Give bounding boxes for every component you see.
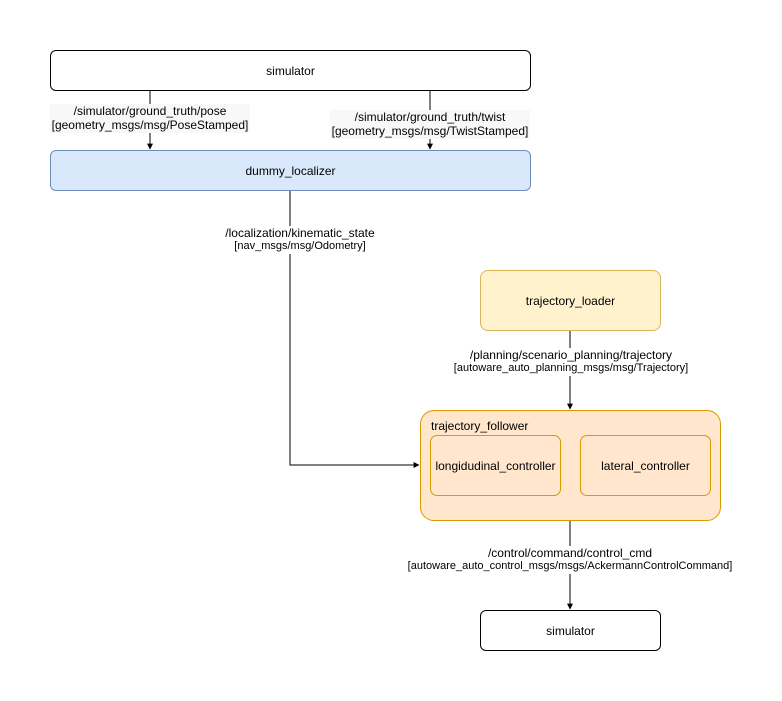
twist-type: [geometry_msgs/msg/TwistStamped]	[331, 124, 529, 139]
simulator-top-label: simulator	[266, 63, 315, 78]
longitudinal-controller-label: longidudinal_controller	[435, 458, 556, 473]
simulator-top-node[interactable]: simulator	[50, 50, 531, 91]
edge-kinematic-state	[289, 190, 420, 468]
kinematic-state-edge-label: /localization/kinematic_state [nav_msgs/…	[200, 226, 400, 254]
control-cmd-type: [autoware_auto_control_msgs/msgs/Ackerma…	[407, 560, 733, 573]
trajectory-loader-label: trajectory_loader	[525, 293, 616, 308]
trajectory-topic: /planning/scenario_planning/trajectory	[469, 348, 673, 362]
dummy-localizer-label: dummy_localizer	[245, 163, 336, 178]
dummy-localizer-node[interactable]: dummy_localizer	[50, 150, 531, 191]
trajectory-follower-label: trajectory_follower	[431, 419, 529, 433]
twist-edge-label: /simulator/ground_truth/twist [geometry_…	[330, 110, 530, 139]
simulator-bottom-node[interactable]: simulator	[480, 610, 661, 651]
trajectory-type: [autoware_auto_planning_msgs/msg/Traject…	[453, 362, 689, 375]
twist-topic: /simulator/ground_truth/twist	[354, 110, 506, 124]
lateral-controller-node[interactable]: lateral_controller	[580, 435, 711, 496]
pose-edge-label: /simulator/ground_truth/pose [geometry_m…	[50, 104, 250, 133]
trajectory-edge-label: /planning/scenario_planning/trajectory […	[430, 348, 712, 376]
pose-topic: /simulator/ground_truth/pose	[73, 104, 227, 118]
pose-type: [geometry_msgs/msg/PoseStamped]	[51, 118, 249, 133]
control-cmd-topic: /control/command/control_cmd	[487, 546, 653, 560]
kinematic-state-type: [nav_msgs/msg/Odometry]	[234, 240, 366, 253]
simulator-bottom-label: simulator	[546, 623, 595, 638]
longitudinal-controller-node[interactable]: longidudinal_controller	[430, 435, 561, 496]
kinematic-state-topic: /localization/kinematic_state	[225, 226, 375, 240]
lateral-controller-label: lateral_controller	[601, 458, 690, 473]
trajectory-loader-node[interactable]: trajectory_loader	[480, 270, 661, 331]
control-cmd-edge-label: /control/command/control_cmd [autoware_a…	[400, 546, 740, 574]
